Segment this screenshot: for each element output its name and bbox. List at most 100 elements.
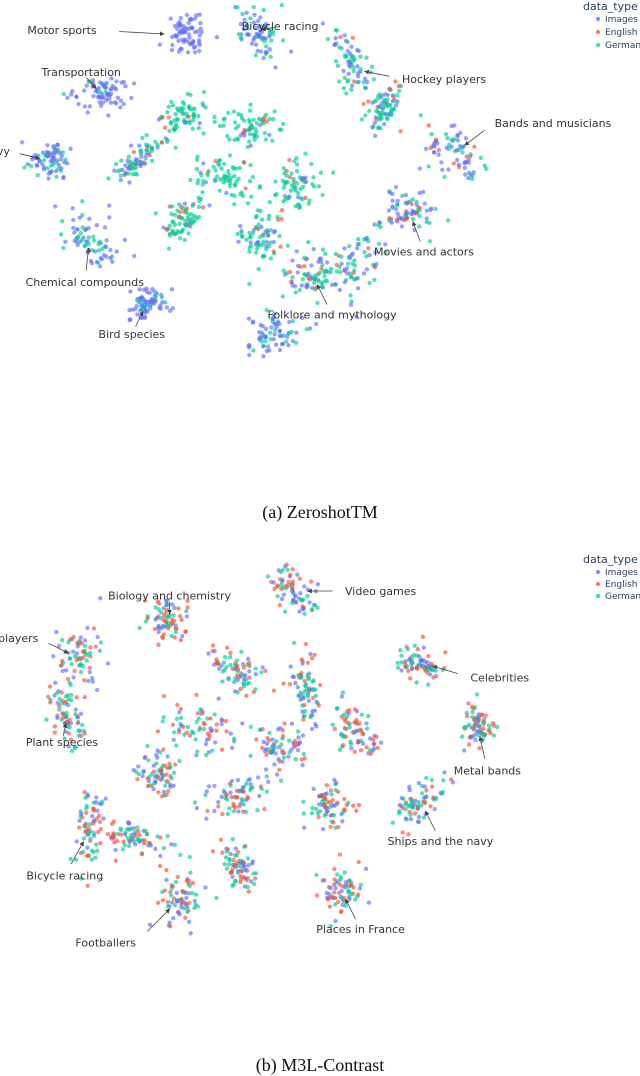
point-german <box>318 170 324 175</box>
point-german <box>223 178 229 184</box>
point-german <box>186 231 191 236</box>
point-english <box>88 645 93 650</box>
point-german <box>80 722 85 728</box>
point-german <box>217 177 223 182</box>
point-german <box>96 248 102 253</box>
point-german <box>390 820 395 825</box>
point-images <box>294 249 299 254</box>
point-german <box>344 91 349 96</box>
point-german <box>210 748 215 753</box>
point-german <box>293 340 299 345</box>
point-images <box>102 225 108 230</box>
point-images <box>344 882 349 887</box>
point-images <box>165 754 170 759</box>
point-english <box>280 728 285 733</box>
point-images <box>346 71 351 77</box>
point-german <box>380 107 385 112</box>
point-images <box>172 33 178 38</box>
point-german <box>254 134 260 139</box>
point-images <box>395 211 400 216</box>
point-english <box>359 748 364 753</box>
point-german <box>264 247 269 252</box>
point-english <box>91 626 97 631</box>
point-german <box>301 811 306 816</box>
point-images <box>208 726 213 731</box>
point-images <box>206 651 211 656</box>
point-images <box>127 180 132 185</box>
point-german <box>230 883 235 888</box>
point-images <box>364 721 369 726</box>
point-english <box>339 909 344 914</box>
point-images <box>175 26 180 31</box>
point-images <box>373 115 378 120</box>
point-german <box>424 775 429 781</box>
point-images <box>56 643 62 649</box>
point-german <box>395 665 401 670</box>
point-german <box>248 162 253 168</box>
point-images <box>395 198 400 204</box>
point-german <box>398 648 403 653</box>
point-german <box>402 212 408 218</box>
point-german <box>187 854 192 860</box>
point-images <box>72 238 78 243</box>
point-images <box>251 37 256 43</box>
point-english <box>429 784 435 789</box>
point-images <box>353 728 359 734</box>
annotation-label: Bicycle racing <box>242 20 319 33</box>
point-german <box>126 843 132 849</box>
point-images <box>245 656 251 661</box>
point-english <box>98 841 103 846</box>
point-german <box>190 216 195 221</box>
point-german <box>64 710 69 715</box>
point-german <box>64 713 69 719</box>
point-images <box>104 238 109 243</box>
point-german <box>352 268 357 273</box>
point-images <box>421 645 426 650</box>
point-images <box>178 22 184 28</box>
point-german <box>410 197 416 202</box>
point-images <box>403 816 408 821</box>
point-images <box>417 654 422 659</box>
point-images <box>113 847 118 853</box>
point-german <box>352 897 358 902</box>
point-images <box>455 132 460 138</box>
point-images <box>112 100 118 105</box>
point-images <box>153 846 158 851</box>
point-german <box>252 137 257 142</box>
point-english <box>172 635 177 640</box>
point-german <box>247 119 252 125</box>
point-german <box>203 105 208 110</box>
point-english <box>227 781 233 786</box>
point-german <box>67 725 72 730</box>
annotation-label: Biology and chemistry <box>108 589 231 602</box>
point-german <box>233 166 239 171</box>
point-images <box>387 190 393 195</box>
point-english <box>358 727 363 732</box>
point-german <box>248 16 253 21</box>
point-english <box>74 657 80 663</box>
point-german <box>144 148 149 153</box>
point-german <box>395 202 400 208</box>
point-images <box>160 300 165 305</box>
point-images <box>432 806 437 812</box>
annotation-label: Footballers <box>75 937 136 950</box>
point-english <box>231 857 236 863</box>
point-german <box>364 726 370 731</box>
point-english <box>46 694 51 699</box>
point-images <box>203 741 209 747</box>
point-german <box>196 125 201 131</box>
point-german <box>178 852 183 858</box>
point-images <box>123 170 128 176</box>
point-images <box>144 299 149 304</box>
point-english <box>243 186 248 191</box>
point-english <box>466 701 471 706</box>
point-german <box>293 757 298 762</box>
point-german <box>174 716 180 722</box>
point-images <box>201 161 206 166</box>
point-english <box>327 904 333 909</box>
point-images <box>466 157 471 162</box>
point-english <box>408 676 413 681</box>
point-images <box>260 665 265 670</box>
point-images <box>93 800 99 805</box>
